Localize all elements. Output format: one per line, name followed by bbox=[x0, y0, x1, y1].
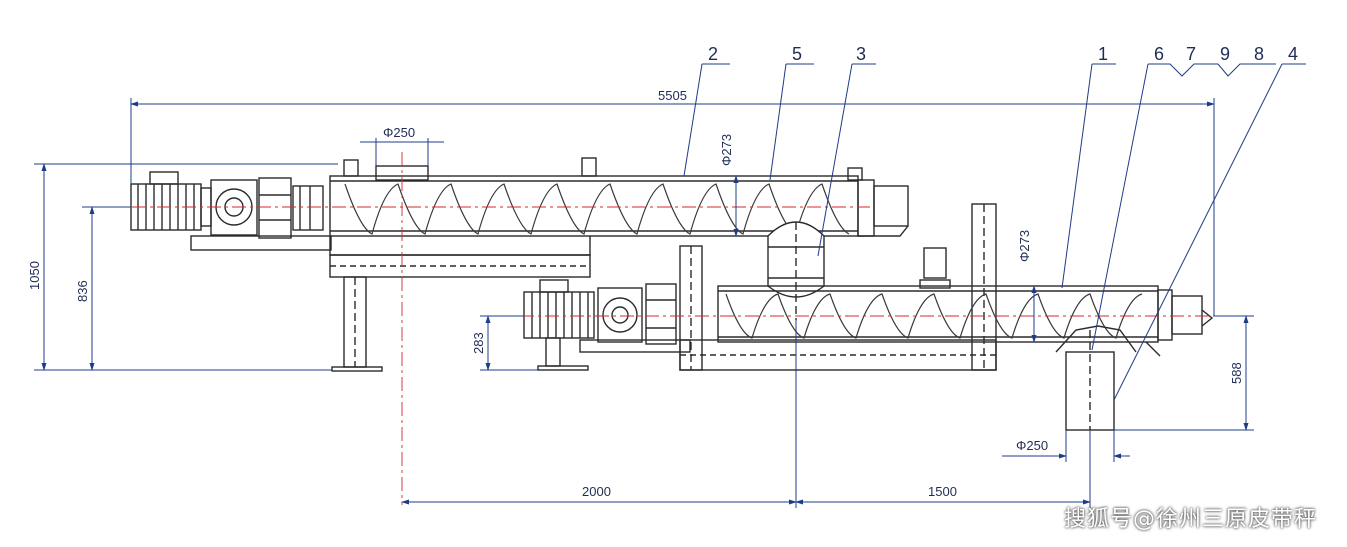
callout-9: 9 bbox=[1220, 44, 1230, 64]
lower-screw-flight bbox=[725, 293, 1143, 339]
upper-motor bbox=[130, 171, 212, 231]
callout-4: 4 bbox=[1288, 44, 1298, 64]
lower-screw-tube bbox=[717, 285, 1214, 357]
callout-6: 6 bbox=[1154, 44, 1164, 64]
upper-trough-frame bbox=[329, 236, 591, 372]
dim-overall-length: 5505 bbox=[658, 88, 687, 103]
dim-lower-axis-height: 283 bbox=[471, 332, 486, 354]
dim-total-height: 1050 bbox=[27, 261, 42, 290]
dim-upper-inlet: Φ250 bbox=[383, 125, 415, 140]
callout-labels: 2 5 3 1 6 7 9 8 4 bbox=[708, 44, 1298, 64]
dim-outlet-drop: 588 bbox=[1229, 362, 1244, 384]
callout-leaders bbox=[683, 63, 1306, 401]
callout-2: 2 bbox=[708, 44, 718, 64]
lower-reducer bbox=[579, 283, 691, 353]
upper-conveyor bbox=[130, 157, 909, 372]
dim-upper-axis-height: 836 bbox=[75, 280, 90, 302]
dimension-lines bbox=[34, 98, 1254, 508]
upper-screw-flight bbox=[344, 183, 850, 235]
callout-1: 1 bbox=[1098, 44, 1108, 64]
callout-5: 5 bbox=[792, 44, 802, 64]
lower-motor bbox=[523, 279, 595, 371]
transfer-hopper bbox=[767, 221, 825, 320]
callout-3: 3 bbox=[856, 44, 866, 64]
upper-reducer bbox=[210, 177, 324, 239]
watermark: 搜狐号@徐州三原皮带秤 bbox=[1063, 507, 1317, 532]
callout-7: 7 bbox=[1186, 44, 1196, 64]
lower-conveyor bbox=[523, 203, 1214, 431]
dim-lower-tube: Φ273 bbox=[1017, 230, 1032, 262]
dim-upper-tube: Φ273 bbox=[719, 134, 734, 166]
dim-outlet-diameter: Φ250 bbox=[1016, 438, 1048, 453]
upper-drive-base bbox=[190, 235, 332, 251]
dim-spacing-a: 2000 bbox=[582, 484, 611, 499]
lower-support-frame bbox=[679, 203, 997, 371]
dim-spacing-b: 1500 bbox=[928, 484, 957, 499]
upper-screw-tube bbox=[329, 157, 909, 237]
callout-8: 8 bbox=[1254, 44, 1264, 64]
